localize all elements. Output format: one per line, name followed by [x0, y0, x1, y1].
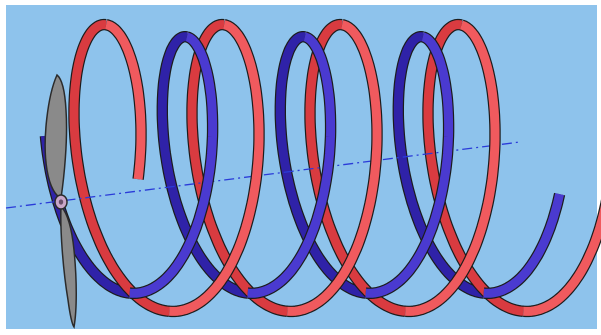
red-helix-ribbon-segment: [167, 20, 264, 316]
blue-helix-ribbon-segment: [245, 32, 336, 298]
blue-helix-ribbon-segment: [363, 32, 454, 298]
red-helix-ribbon-segment: [521, 205, 601, 316]
red-helix-ribbon-segment: [423, 20, 525, 316]
red-helix-ribbon-segment: [187, 20, 289, 316]
blue-helix-ribbon-segment: [393, 32, 486, 298]
helix-back-layer: [39, 18, 527, 317]
red-helix-ribbon-segment: [305, 20, 407, 316]
blue-helix-ribbon-segment: [481, 193, 564, 298]
red-helix-ribbon-segment: [69, 20, 171, 316]
blue-helix-ribbon-segment: [275, 32, 368, 298]
propeller-lower-blade: [60, 204, 77, 329]
helix-front-layer: [101, 19, 601, 318]
blue-helix-ribbon-segment: [127, 32, 218, 298]
propeller-hub-center: [58, 199, 64, 205]
red-helix-ribbon-segment: [403, 20, 500, 316]
propeller-layer: [44, 73, 77, 329]
red-helix-ribbon-segment: [285, 20, 382, 316]
rotation-axis-layer: [5, 141, 521, 209]
blue-helix-ribbon-segment: [157, 32, 250, 298]
rotation-axis-line: [5, 141, 521, 209]
red-helix-ribbon-segment: [103, 20, 146, 180]
